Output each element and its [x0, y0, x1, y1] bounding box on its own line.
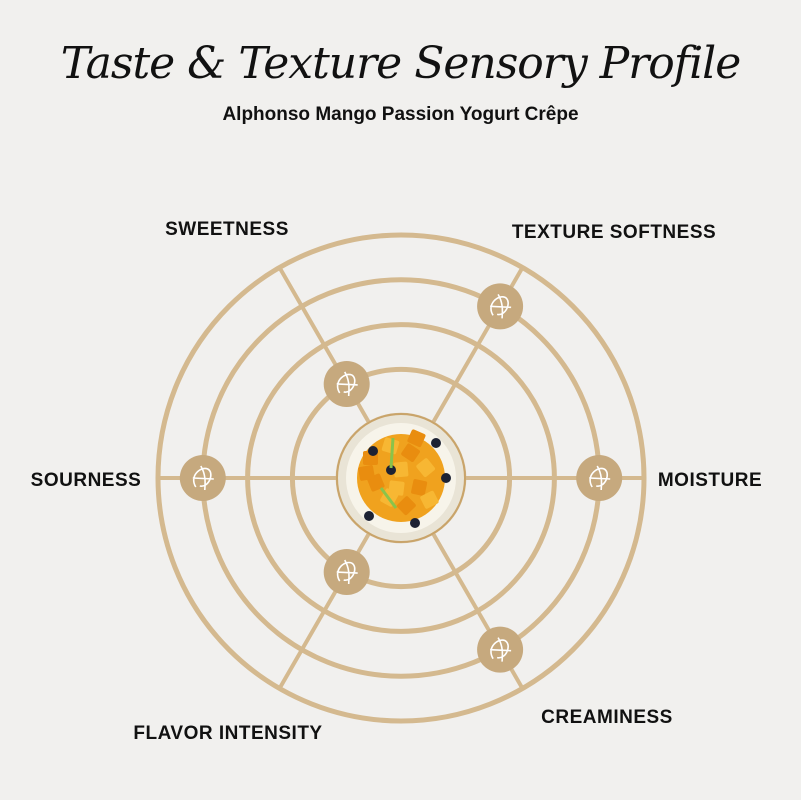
axis-label: FLAVOR INTENSITY [133, 723, 322, 744]
axis-label: MOISTURE [658, 470, 762, 491]
leaf-logo-icon [490, 293, 512, 319]
leaf-logo-icon [192, 465, 214, 491]
leaf-logo-icon [336, 371, 358, 396]
axis-label: TEXTURE SOFTNESS [512, 222, 716, 243]
leaf-logo-icon [490, 637, 512, 662]
axis-label: SOURNESS [31, 470, 142, 491]
axis-label: CREAMINESS [541, 707, 673, 728]
leaf-logo-icon [336, 559, 358, 585]
value-marker-sweetness [323, 360, 370, 407]
value-marker-moisture [576, 455, 623, 501]
chart-subtitle: Alphonso Mango Passion Yogurt Crêpe [222, 104, 579, 125]
value-marker-texture-softness [477, 283, 524, 330]
crepe-dish-image [336, 413, 466, 543]
value-marker-flavor-intensity [323, 549, 370, 596]
leaf-logo-icon [589, 465, 611, 491]
chart-title: Taste & Texture Sensory Profile [60, 38, 742, 89]
axis-label: SWEETNESS [165, 219, 289, 240]
value-marker-creaminess [477, 626, 524, 673]
value-marker-sourness [179, 455, 226, 501]
